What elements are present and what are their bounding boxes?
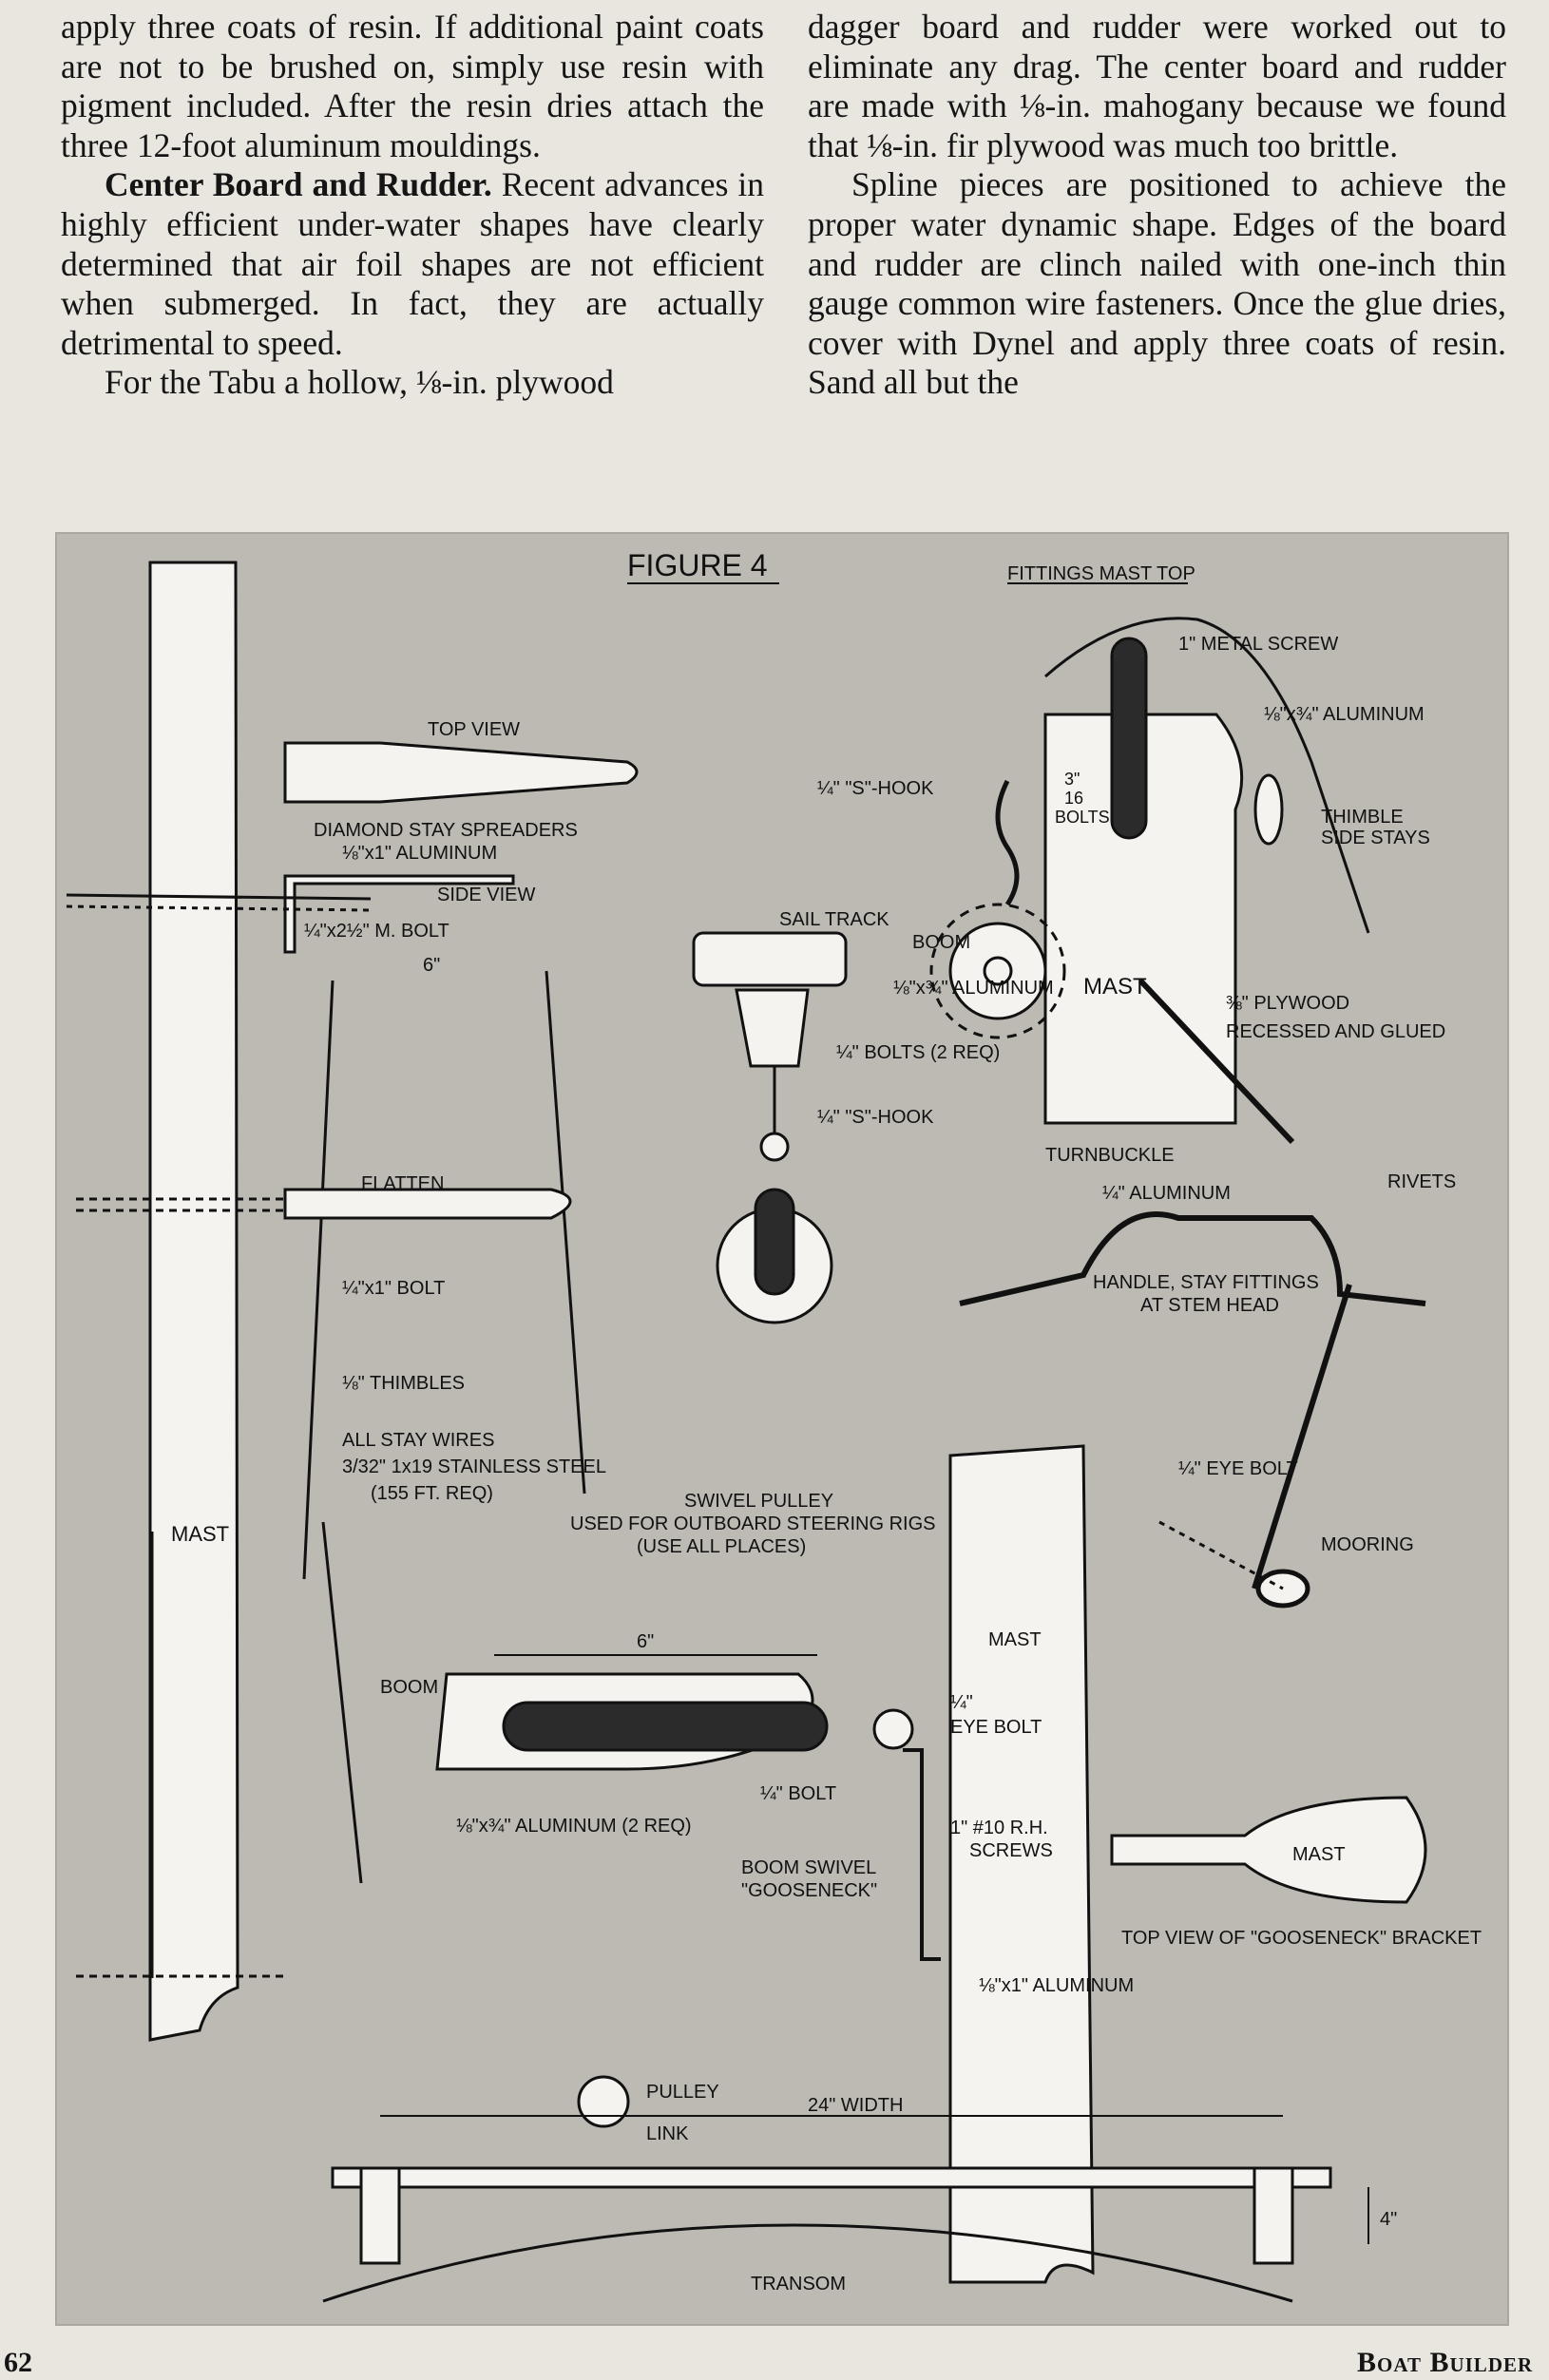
paragraph-center-board: Center Board and Rudder. Recent advances… <box>61 165 764 363</box>
label: BOOM SWIVEL <box>741 1857 876 1878</box>
article-left-column: apply three coats of resin. If additiona… <box>61 8 764 403</box>
label: ⅛"x1" ALUMINUM <box>342 843 497 864</box>
label: 24" WIDTH <box>808 2095 903 2116</box>
running-footer-title: Boat Builder <box>1357 2347 1534 2378</box>
label: "GOOSENECK" <box>741 1880 877 1901</box>
label: ⅛"x1" ALUMINUM <box>979 1975 1134 1996</box>
spreader-top-view <box>283 741 639 804</box>
label: LINK <box>646 2123 689 2144</box>
label: MAST <box>988 1629 1042 1650</box>
paragraph: dagger board and rudder were worked out … <box>808 8 1506 164</box>
article-right-column: dagger board and rudder were worked out … <box>808 8 1506 403</box>
label: TRANSOM <box>751 2274 846 2294</box>
label: SWIVEL PULLEY <box>684 1491 833 1512</box>
label: ⅛" THIMBLES <box>342 1373 465 1394</box>
label: THIMBLE <box>1321 807 1404 828</box>
label: SIDE STAYS <box>1321 828 1430 848</box>
label: ¼"x1" BOLT <box>342 1278 445 1299</box>
label: PULLEY <box>646 2082 719 2103</box>
label: ⅛"x¾" ALUMINUM (2 REQ) <box>456 1816 692 1837</box>
figure-drawing: FIGURE 4 FITTINGS MAST TOP 1" METAL SCRE… <box>66 548 1482 2303</box>
figure-4-illustration: FIGURE 4 FITTINGS MAST TOP 1" METAL SCRE… <box>55 532 1509 2326</box>
label: MAST <box>1083 974 1147 1000</box>
paragraph: For the Tabu a hollow, ⅛-in. plywood <box>105 363 614 402</box>
label: 6" <box>423 955 440 976</box>
label: 1" #10 R.H. <box>950 1818 1048 1838</box>
label: 16 <box>1064 789 1083 808</box>
label: 6" <box>637 1631 654 1652</box>
label: MAST <box>171 1522 229 1546</box>
label: HANDLE, STAY FITTINGS <box>1093 1272 1319 1293</box>
label: SCREWS <box>969 1840 1053 1861</box>
label: ⅜" PLYWOOD <box>1226 993 1349 1014</box>
label: FLATTEN <box>361 1173 444 1194</box>
label: ¼" ALUMINUM <box>1102 1183 1231 1204</box>
label: BOOM <box>380 1677 438 1698</box>
section-heading: Center Board and Rudder. <box>105 165 492 204</box>
label: RIVETS <box>1387 1171 1456 1192</box>
label: ¼" <box>950 1692 973 1713</box>
label: BOOM <box>912 932 970 953</box>
paragraph-body: Recent advances in highly efficient unde… <box>61 165 764 362</box>
label: ¼" EYE BOLT <box>1178 1458 1298 1479</box>
label: (155 FT. REQ) <box>371 1483 493 1504</box>
label: ¼" "S"-HOOK <box>817 1107 934 1128</box>
label: AT STEM HEAD <box>1140 1295 1279 1316</box>
label: TOP VIEW OF "GOOSENECK" BRACKET <box>1121 1928 1482 1949</box>
label: MOORING <box>1321 1534 1414 1555</box>
label: DIAMOND STAY SPREADERS <box>314 820 578 841</box>
label: TOP VIEW <box>428 719 520 740</box>
label: RECESSED AND GLUED <box>1226 1021 1445 1042</box>
label: ¼" BOLT <box>760 1783 836 1804</box>
label: 3/32" 1x19 STAINLESS STEEL <box>342 1457 606 1477</box>
label: USED FOR OUTBOARD STEERING RIGS <box>570 1514 935 1534</box>
label: MAST <box>1292 1844 1346 1865</box>
label: ⅛"x¾" ALUMINUM <box>1264 704 1425 725</box>
page-number: 62 <box>4 2347 32 2378</box>
paragraph: Spline pieces are positioned to achieve … <box>808 165 1506 402</box>
label: (USE ALL PLACES) <box>637 1536 806 1557</box>
figure-title: FIGURE 4 <box>627 548 768 582</box>
fittings-heading: FITTINGS MAST TOP <box>1007 563 1195 584</box>
label: TURNBUCKLE <box>1045 1145 1175 1166</box>
label: ⅛"x¾" ALUMINUM <box>893 978 1054 999</box>
label: ALL STAY WIRES <box>342 1430 494 1451</box>
label: ¼" BOLTS (2 REQ) <box>836 1042 1000 1063</box>
label: ¼" "S"-HOOK <box>817 778 934 799</box>
label: 4" <box>1380 2209 1397 2230</box>
label: EYE BOLT <box>950 1717 1042 1738</box>
label: 1" METAL SCREW <box>1178 634 1338 655</box>
mast-drawing <box>148 561 239 2042</box>
label: 3" <box>1064 770 1080 789</box>
label: SAIL TRACK <box>779 909 889 930</box>
label: SIDE VIEW <box>437 885 535 905</box>
label: BOLTS <box>1055 808 1110 827</box>
paragraph: apply three coats of resin. If additiona… <box>61 8 764 164</box>
label: ¼"x2½" M. BOLT <box>304 921 449 942</box>
